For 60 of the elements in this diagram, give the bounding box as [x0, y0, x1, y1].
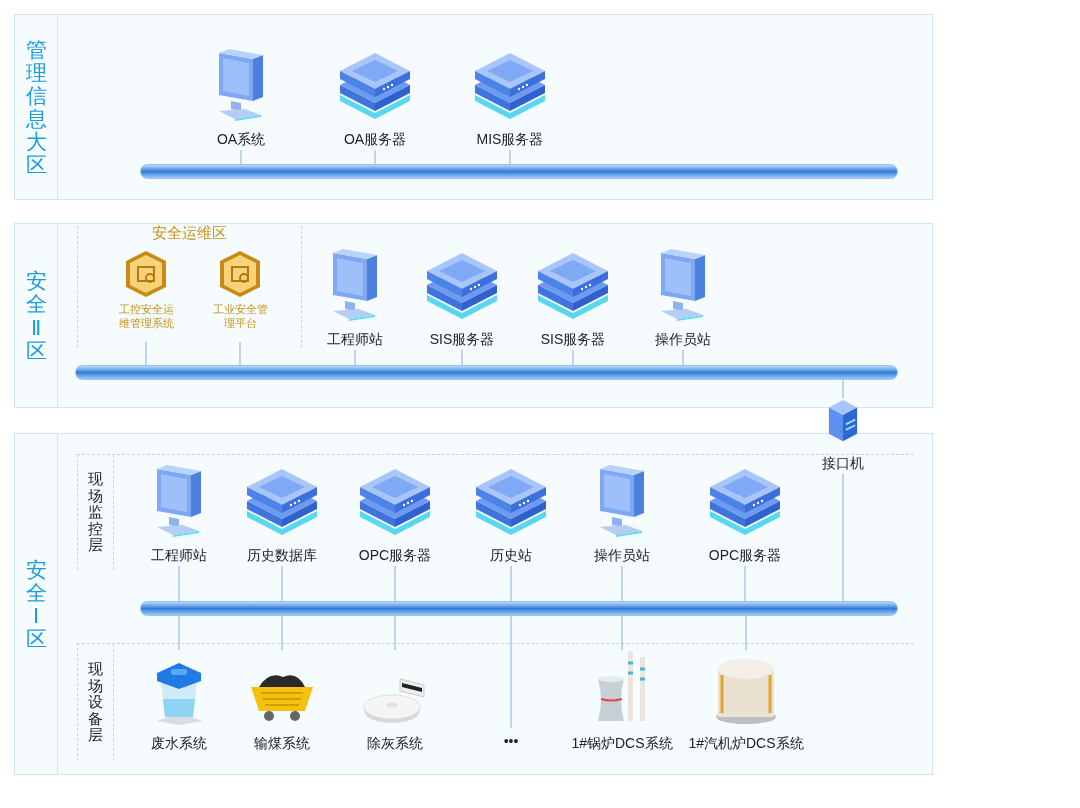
device-label: 工程师站 — [151, 546, 207, 565]
dashed-region — [77, 226, 302, 348]
connector-line — [178, 615, 180, 651]
connector-line — [394, 565, 396, 602]
zone-label: 安全Ⅱ区 — [25, 269, 47, 362]
connector-line — [842, 473, 844, 602]
zone-label: 管理信息大区 — [25, 37, 47, 177]
connector-line — [145, 341, 147, 366]
device-label: OA系统 — [216, 130, 266, 149]
dashed-region — [77, 454, 914, 570]
connector-line — [178, 565, 180, 602]
network-bus — [75, 365, 898, 380]
connector-line — [842, 379, 844, 399]
dashed-region — [77, 643, 914, 761]
connector-line — [354, 349, 356, 366]
device-label: 除灰系统 — [367, 734, 423, 753]
connector-line — [621, 615, 623, 651]
connector-line — [394, 615, 396, 651]
device-label: 工业安全管理平台 — [211, 303, 269, 331]
device-label: 操作员站 — [594, 546, 650, 565]
layer-label: 现场设备层 — [88, 661, 103, 744]
connector-line — [240, 149, 242, 165]
connector-line — [682, 349, 684, 366]
device-label: 接口机 — [822, 454, 864, 473]
device-label: 工控安全运维管理系统 — [117, 303, 175, 331]
device-label: 操作员站 — [655, 330, 711, 349]
connector-line — [281, 565, 283, 602]
zone-panel — [14, 14, 933, 200]
connector-line — [281, 615, 283, 651]
device-label: 历史数据库 — [247, 546, 317, 565]
device-label: MIS服务器 — [476, 130, 544, 149]
zone-panel — [14, 433, 933, 775]
zone-label: 安全Ⅰ区 — [25, 557, 47, 651]
connector-line — [374, 149, 376, 165]
device-label: 1#汽机炉DCS系统 — [688, 734, 804, 753]
device-label: OPC服务器 — [358, 546, 432, 565]
device-label: SIS服务器 — [540, 330, 606, 349]
connector-line — [572, 349, 574, 366]
connector-line — [621, 565, 623, 602]
connector-line — [745, 615, 747, 651]
device-label: 工程师站 — [327, 330, 383, 349]
zone-panel — [14, 223, 933, 408]
connector-line — [510, 615, 512, 729]
connector-line — [744, 565, 746, 602]
connector-line — [510, 565, 512, 602]
connector-line — [239, 341, 241, 366]
network-bus — [140, 164, 898, 179]
device-label: 废水系统 — [151, 734, 207, 753]
device-label: OPC服务器 — [708, 546, 782, 565]
region-heading: 安全运维区 — [151, 223, 228, 243]
device-label: SIS服务器 — [429, 330, 495, 349]
connector-line — [509, 149, 511, 165]
layer-label: 现场监控层 — [88, 471, 103, 554]
device-label: OA服务器 — [343, 130, 407, 149]
device-label: 历史站 — [490, 546, 532, 565]
network-bus — [140, 601, 898, 616]
device-label: 输煤系统 — [254, 734, 310, 753]
connector-line — [461, 349, 463, 366]
device-label: 1#锅炉DCS系统 — [571, 734, 673, 753]
device-label: ••• — [503, 732, 519, 751]
